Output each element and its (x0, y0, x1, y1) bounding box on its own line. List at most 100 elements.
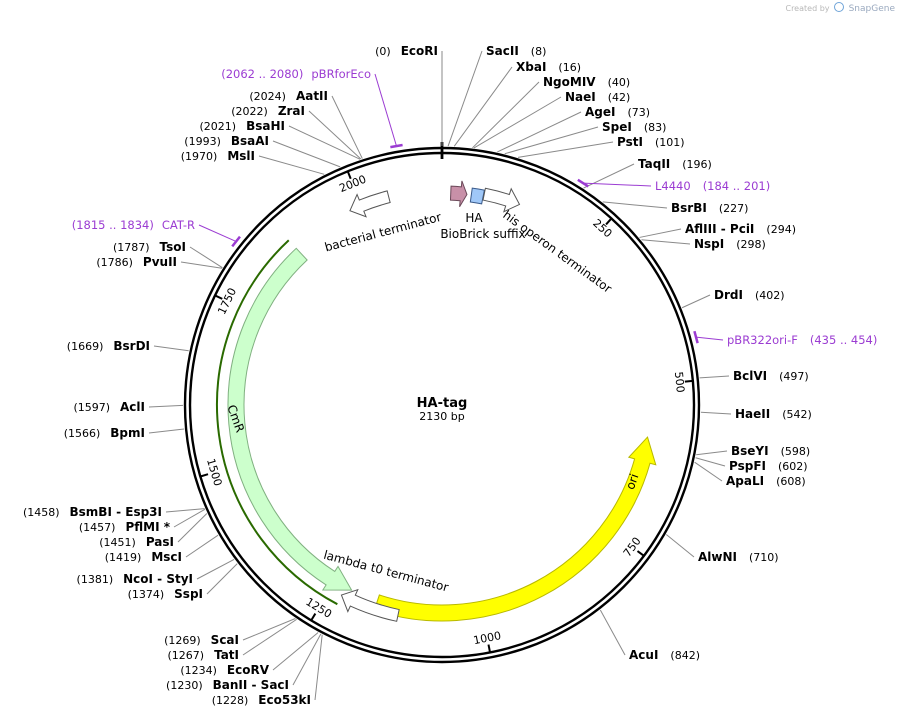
primer-label: L4440(184 .. 201) (655, 179, 770, 193)
site-leader-line (641, 239, 691, 245)
site-label: (1786)PvuII (96, 255, 177, 269)
site-label: NaeI(42) (565, 90, 630, 104)
site-leader-line (665, 534, 695, 558)
site-position: (1457) (79, 521, 116, 534)
site-label: ApaLI (608) (726, 474, 806, 488)
site-label: (1419) MscI (105, 550, 182, 564)
primer-leader (696, 336, 724, 341)
site-position: (294) (766, 223, 796, 236)
site-name: DrdI (714, 288, 743, 302)
site-label: BsrBI(227) (671, 201, 748, 215)
site-position: (8) (531, 45, 547, 58)
primer-range: (2062 .. 2080) (221, 67, 303, 81)
site-label: (1269)ScaI (164, 633, 239, 647)
leader-lines (148, 50, 732, 701)
site-leader-line (447, 50, 483, 147)
site-label: NgoMIV (40) (543, 75, 630, 89)
site-position: (1993) (184, 135, 221, 148)
plasmid-backbone (183, 142, 701, 664)
tick-label: 1500 (204, 457, 224, 488)
primer-name: pBR322ori-F (727, 333, 798, 347)
site-leader-line (153, 345, 189, 352)
site-leader-line (472, 81, 540, 149)
site-label: (1381)NcoI - StyI (77, 572, 193, 586)
site-name: MscI (151, 550, 182, 564)
site-leader-line (258, 155, 325, 175)
tick-label: 1000 (472, 629, 502, 647)
tick-label: 750 (621, 535, 644, 560)
site-leader-line (185, 534, 219, 558)
site-leader-line (308, 110, 362, 160)
feature-ha (449, 180, 468, 208)
site-label: PstI(101) (617, 135, 685, 149)
site-label: (1669)BsrDI (67, 339, 150, 353)
feature-label: HA (465, 211, 483, 225)
site-label: (1267)TatI (167, 648, 239, 662)
site-name: BsrBI (671, 201, 707, 215)
plasmid-length: 2130 bp (419, 410, 464, 423)
primer-bar (231, 235, 241, 248)
feature-his-operon-terminator (482, 187, 521, 213)
tick-label: 2000 (337, 173, 368, 196)
site-leader-line (272, 632, 319, 671)
site-name: BpmI (110, 426, 145, 440)
feature-cmr (227, 247, 353, 591)
primer-name: pBRforEco (311, 67, 371, 81)
tick-mark (684, 379, 693, 383)
site-label: AcuI(842) (629, 648, 700, 662)
site-name: NspI (694, 237, 724, 251)
site-name: ApaLI (726, 474, 764, 488)
primer-leader (583, 182, 652, 187)
site-leader-line (497, 111, 582, 153)
site-position: (2022) (231, 105, 268, 118)
site-position: (0) (375, 45, 391, 58)
site-name: BanII - SacI (213, 678, 289, 692)
site-name: SpeI (602, 120, 632, 134)
site-label: (2022)ZraI (231, 104, 305, 118)
site-leader-line (699, 375, 730, 379)
snapgene-logo-icon (834, 2, 845, 12)
site-name: TsoI (160, 240, 186, 254)
site-name: AclI (120, 400, 145, 414)
site-label: (1451)PasI (99, 535, 174, 549)
site-name: BsaAI (231, 134, 269, 148)
site-label: (1993) BsaAI (184, 134, 269, 148)
site-position: (1234) (180, 664, 217, 677)
primer-bar (577, 178, 589, 188)
site-leader-line (504, 126, 599, 155)
site-position: (1419) (105, 551, 142, 564)
site-leader-line (314, 634, 323, 701)
site-name: TaqII (638, 157, 670, 171)
primer-range: (435 .. 454) (810, 333, 878, 347)
site-position: (602) (778, 460, 808, 473)
site-leader-line (206, 563, 238, 595)
site-leader-line (180, 261, 223, 269)
site-label: PspFI(602) (729, 459, 808, 473)
site-position: (42) (608, 91, 631, 104)
site-label: (1566) BpmI (64, 426, 145, 440)
site-leader-line (272, 140, 341, 168)
site-position: (40) (608, 76, 631, 89)
site-label: HaeII(542) (735, 407, 812, 421)
site-leader-line (177, 513, 208, 543)
primer-label: pBR322ori-F (435 .. 454) (727, 333, 877, 347)
site-position: (1230) (166, 679, 203, 692)
tick-label: 1750 (215, 286, 239, 317)
site-leader-line (173, 508, 206, 528)
site-leader-line (602, 201, 668, 209)
site-name: PflMI * (125, 520, 170, 534)
site-label: AflIII - PciI(294) (685, 222, 796, 236)
site-name: NgoMIV (543, 75, 596, 89)
site-position: (1786) (96, 256, 133, 269)
site-leader-line (696, 450, 728, 456)
site-position: (608) (776, 475, 806, 488)
site-position: (2021) (200, 120, 237, 133)
site-position: (402) (755, 289, 785, 302)
site-position: (1566) (64, 427, 101, 440)
primer-name: L4440 (655, 179, 691, 193)
site-position: (598) (781, 445, 811, 458)
site-leader-line (242, 618, 297, 656)
primer-leader (198, 224, 237, 242)
